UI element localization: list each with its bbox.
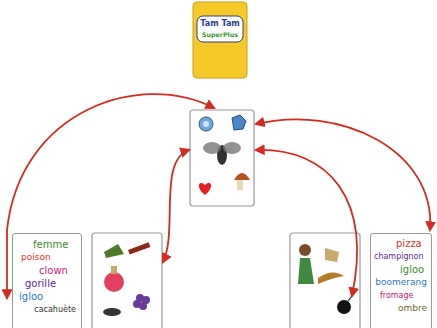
word: igloo xyxy=(17,290,77,303)
word: pizza xyxy=(374,237,428,250)
word: poison xyxy=(17,251,77,264)
picture-card xyxy=(290,233,360,328)
picture-card xyxy=(92,233,162,328)
word: fromage xyxy=(374,289,428,302)
logo-text: SuperPlus xyxy=(199,29,241,40)
word: igloo xyxy=(374,263,428,276)
word: champignon xyxy=(374,250,428,263)
word: cacahuète xyxy=(17,303,77,316)
word: boomerang xyxy=(374,276,428,289)
word: clown xyxy=(17,264,77,277)
word: gorille xyxy=(17,277,77,290)
game-box-card xyxy=(193,2,247,78)
word: femme xyxy=(17,238,77,251)
logo-card: Tam TamSuperPlus xyxy=(197,16,243,42)
word-card: femmepoisonclowngorilleigloocacahuète xyxy=(12,233,82,328)
logo-text: Tam Tam xyxy=(199,18,241,29)
word-card: pizzachampignoniglooboomerangfromageombr… xyxy=(370,233,432,328)
word: ombre xyxy=(374,302,428,315)
picture-card xyxy=(190,110,254,206)
